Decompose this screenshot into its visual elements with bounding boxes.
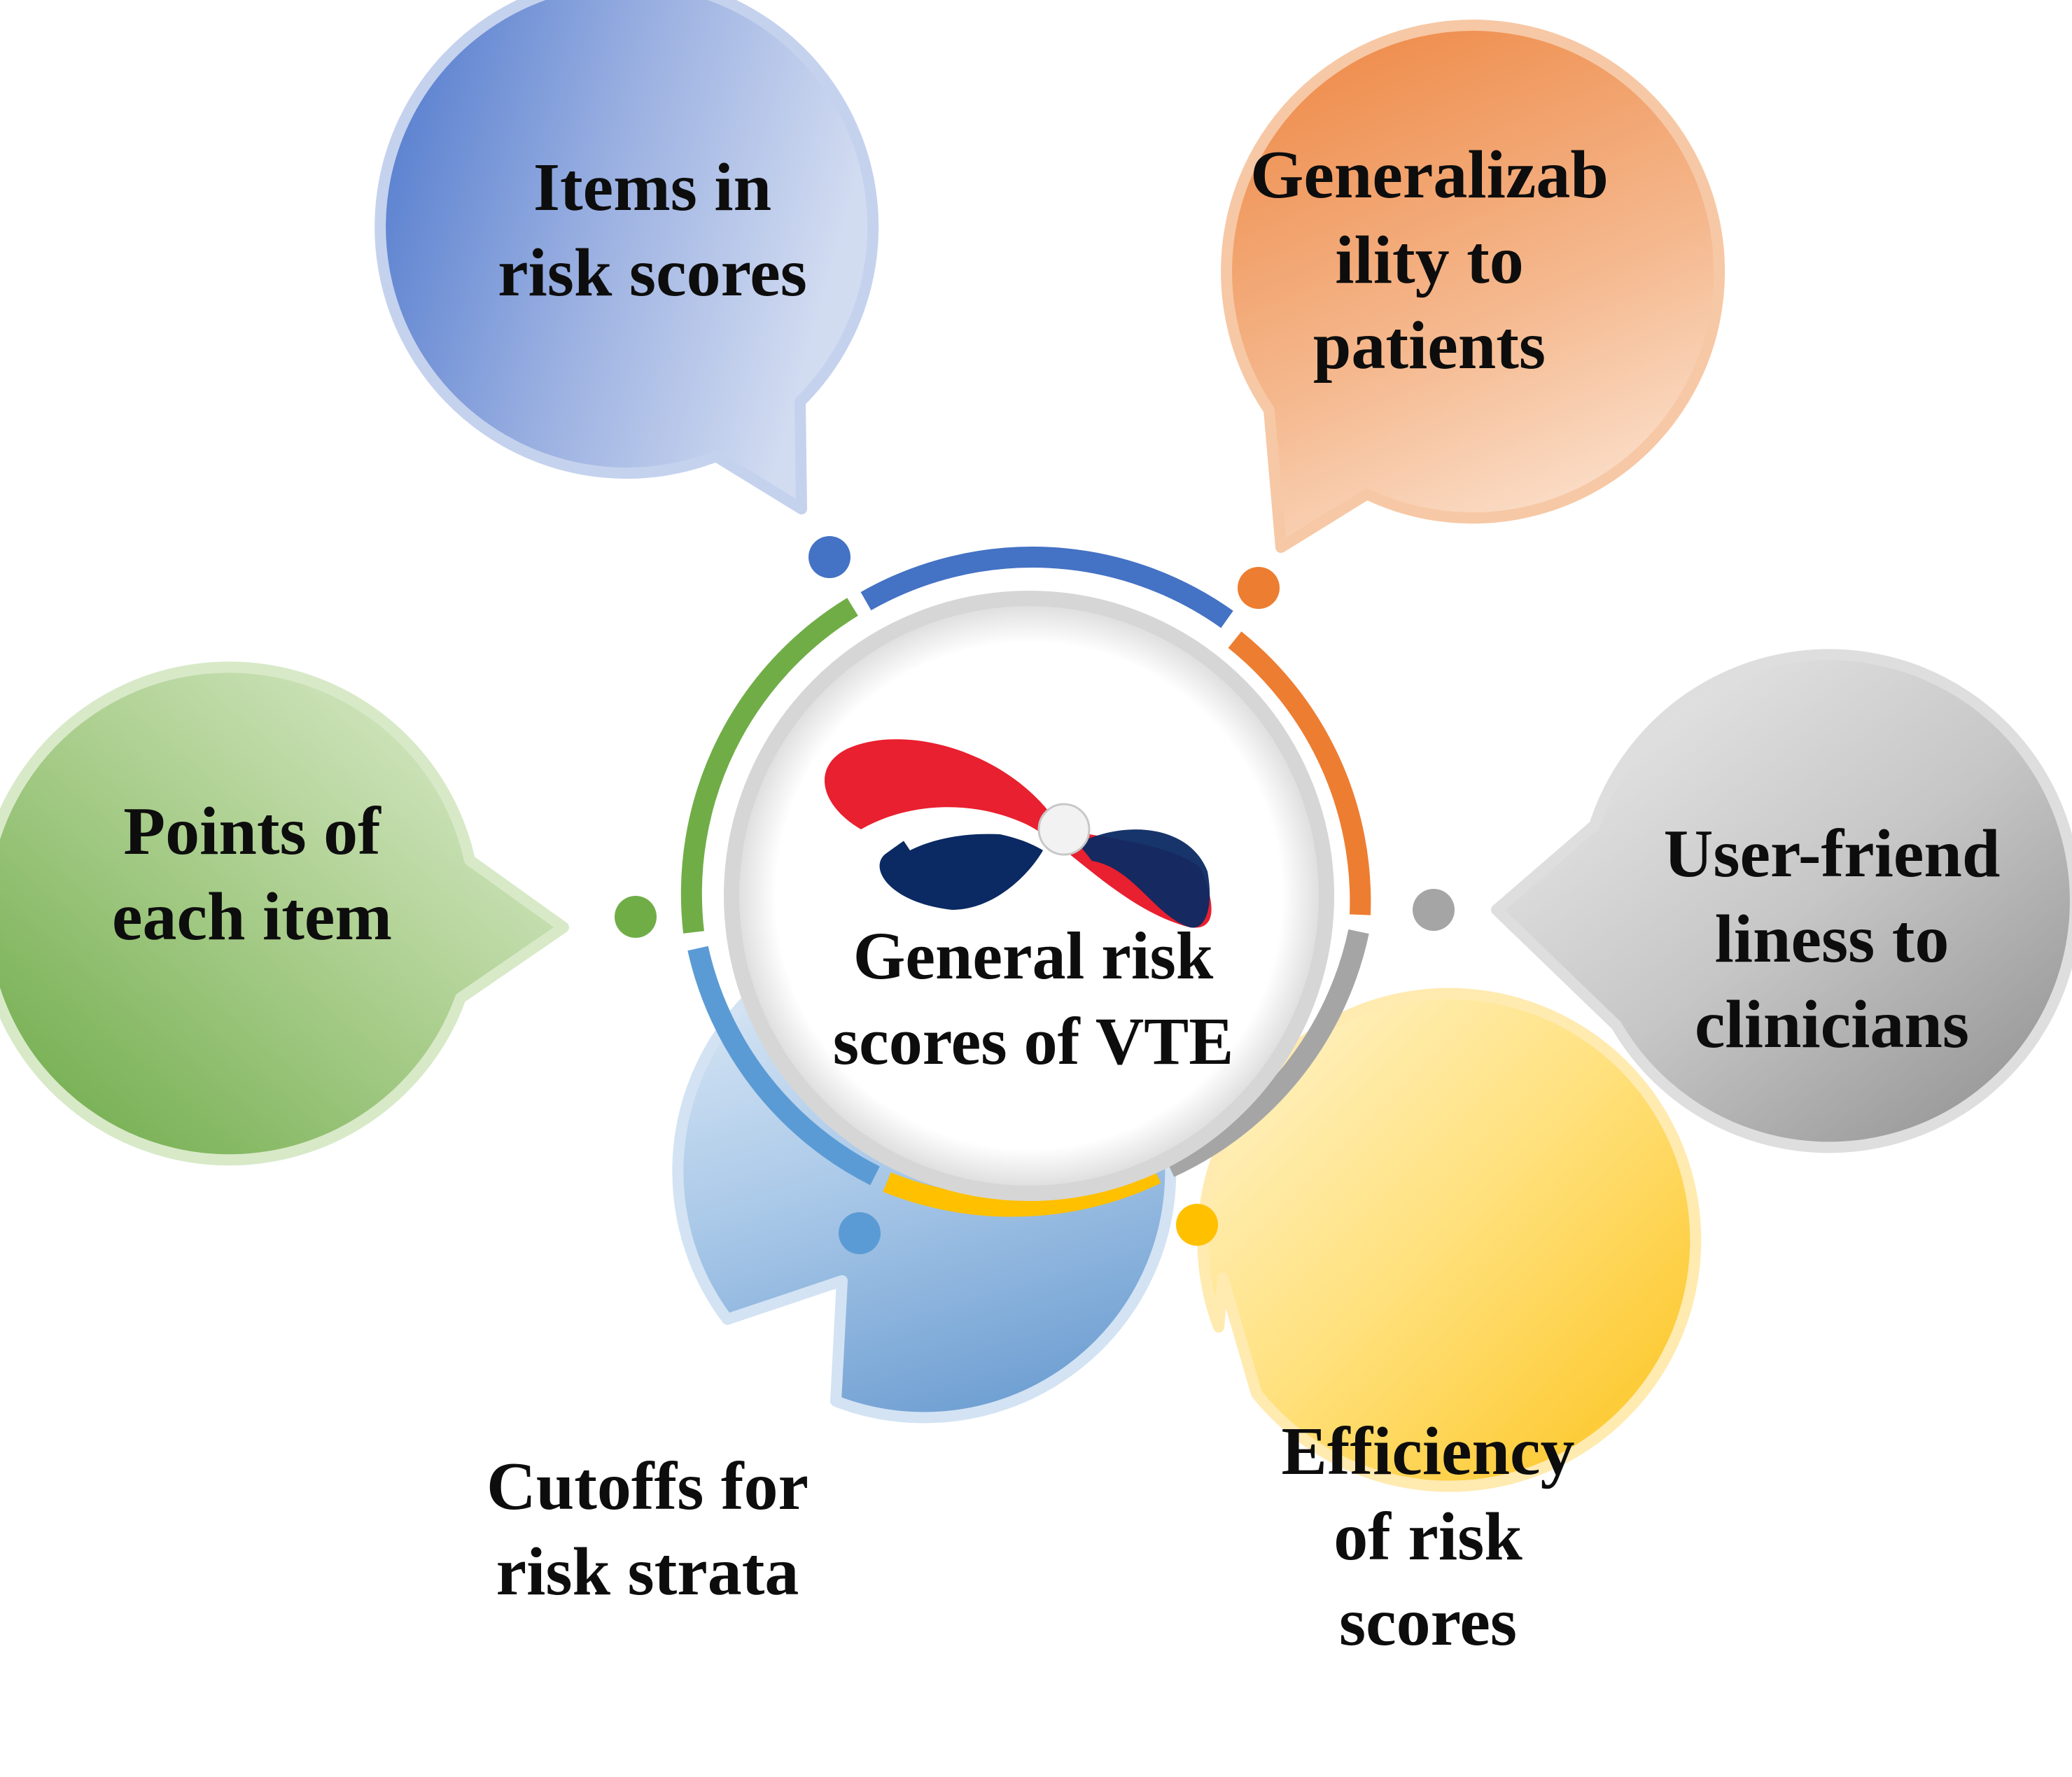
- logo-white-swoosh: [903, 822, 1043, 850]
- logo-red-loop: [824, 739, 1212, 928]
- bubble-points-of-each-item-shape: [0, 661, 569, 1166]
- bubble-generalizability-to-patients: Generalizab ility to patients: [1221, 20, 1726, 553]
- bubble-label-line: each item: [112, 879, 392, 955]
- bubble-label-line: User-friend: [1664, 816, 2001, 892]
- bubble-user-friendliness-to-clinicians: User-friend liness to clinicians: [1491, 649, 2072, 1153]
- bubble-label-line: Points of: [123, 794, 382, 869]
- bubble-label-line: Cutoffs for: [486, 1449, 808, 1524]
- ring-segment-yellow: [883, 1164, 1161, 1217]
- bubble-label-line: Items in: [533, 150, 771, 225]
- connector-dot-orange: [1238, 567, 1280, 609]
- ring-segment-lightblue: [687, 946, 880, 1186]
- bubble-label-line: of risk: [1334, 1499, 1522, 1575]
- bubble-label-line: patients: [1313, 308, 1546, 384]
- connector-dot-lightblue: [839, 1212, 881, 1254]
- bubble-points-of-each-item: Points of each item: [0, 661, 569, 1166]
- connector-dot-blue: [808, 536, 850, 578]
- connector-dot-gray: [1413, 889, 1455, 931]
- infinity-logo: [824, 739, 1212, 928]
- bubble-items-in-risk-scores-shape: [374, 0, 879, 514]
- bubble-label-line: risk scores: [498, 235, 807, 311]
- ring-segment-gray: [1165, 929, 1369, 1177]
- bubble-label-line: clinicians: [1695, 987, 1969, 1062]
- connector-dot-green: [615, 896, 657, 938]
- bubble-label-line: Efficiency: [1281, 1414, 1574, 1489]
- center-title-line: General risk: [853, 918, 1214, 993]
- logo-red-band: [1078, 829, 1210, 928]
- bubble-label-line: Generalizab: [1250, 137, 1609, 213]
- ring-segment-blue: [860, 547, 1233, 628]
- bubble-items-in-risk-scores: Items in risk scores: [374, 0, 879, 514]
- logo-white-ball: [1037, 803, 1091, 856]
- ring-segment-green: [680, 598, 858, 934]
- bubble-label-line: ility to: [1335, 223, 1523, 298]
- bubble-label-line: risk strata: [496, 1534, 799, 1610]
- logo-navy-loop: [879, 829, 1043, 910]
- bubble-generalizability-to-patients-shape: [1221, 20, 1726, 553]
- connector-dot-yellow: [1176, 1204, 1218, 1246]
- bubble-label-line: liness to: [1715, 901, 1949, 977]
- bubble-label-line: scores: [1339, 1585, 1517, 1660]
- center-title-line: scores of VTE: [833, 1004, 1233, 1079]
- ring-segment-orange: [1228, 631, 1371, 915]
- center-node: General risk scores of VTE: [680, 547, 1371, 1217]
- bubble-user-friendliness-to-clinicians-shape: [1491, 649, 2072, 1153]
- center-ring: [680, 547, 1371, 1217]
- center-disc: [724, 591, 1334, 1201]
- bubble-efficiency-of-risk-scores: Efficiency of risk scores: [1197, 988, 1702, 1660]
